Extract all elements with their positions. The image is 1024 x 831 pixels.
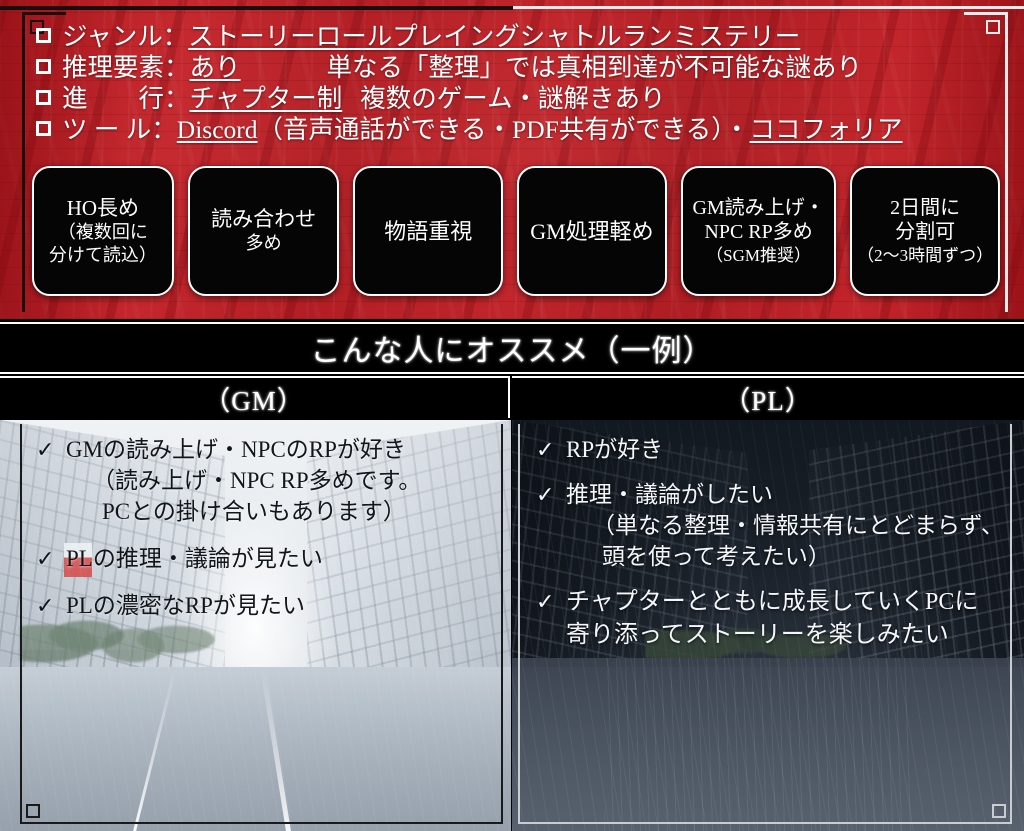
feature-pill-two-days: 2日間に 分割可 （2〜3時間ずつ） xyxy=(850,166,1001,296)
list-item-line: 推理・議論がしたい xyxy=(566,482,773,507)
spec-sep-genre: ： xyxy=(162,22,189,51)
spec-key-genre: ジャンル xyxy=(62,22,163,51)
spec-value-mystery: あり xyxy=(189,53,241,82)
left-vertical-rail xyxy=(22,12,25,312)
list-item-line: 頭を使って考えたい） xyxy=(602,544,831,569)
pill-line-3: （2〜3時間ずつ） xyxy=(857,245,994,265)
list-item-line: RPが好き xyxy=(566,437,664,462)
spec-row-mystery: 推理要素 ： あり 単なる「整理」では真相到達が不可能な謎あり xyxy=(36,53,996,83)
column-header-gm: （GM） xyxy=(0,376,510,418)
check-icon: ✓ xyxy=(536,437,555,462)
check-icon: ✓ xyxy=(36,437,55,462)
spec-row-tools: ツ ー ル ： Discord （音声通話ができる・PDF共有ができる）・ ココ… xyxy=(36,115,996,145)
spec-row-genre: ジャンル ： ストーリーロールプレイングシャトルランミステリー xyxy=(36,22,996,52)
list-item: ✓ GMの読み上げ・NPCのRPが好き （読み上げ・NPC RP多めです。 PC… xyxy=(36,434,502,527)
pill-line-2: 多め xyxy=(245,233,282,253)
spec-value-genre: ストーリーロールプレイングシャトルランミステリー xyxy=(188,22,801,51)
section-title-bar: こんな人にオススメ（一例） xyxy=(0,322,1024,374)
list-item-line: GMの読み上げ・NPCのRPが好き xyxy=(66,437,406,462)
gm-panel: ✓ GMの読み上げ・NPCのRPが好き （読み上げ・NPC RP多めです。 PC… xyxy=(0,420,511,831)
pl-text-scrim xyxy=(512,420,1024,667)
check-icon: ✓ xyxy=(36,546,55,571)
gm-road xyxy=(0,666,511,831)
spec-key-progress: 進 行 xyxy=(62,84,165,113)
feature-pill-story: 物語重視 xyxy=(353,166,504,296)
pill-line-1: 物語重視 xyxy=(384,218,473,244)
spec-value-progress: チャプター制 xyxy=(189,84,343,113)
spec-value-tools-discord: Discord xyxy=(176,115,258,144)
check-icon: ✓ xyxy=(36,593,55,618)
feature-pill-row: HO長め （複数回に 分けて読込） 読み合わせ 多め 物語重視 GM処理軽め G… xyxy=(32,166,1001,296)
feature-pill-gm-load: GM処理軽め xyxy=(517,166,667,296)
feature-pill-readaloud: 読み合わせ 多め xyxy=(187,166,340,296)
column-header-gm-label: （GM） xyxy=(203,385,305,416)
section-title: こんな人にオススメ（一例） xyxy=(310,335,714,368)
spec-sep-tools: ： xyxy=(151,115,177,144)
list-item-line: （読み上げ・NPC RP多めです。 xyxy=(92,468,422,493)
pill-line-2: NPC RP多め xyxy=(704,220,813,243)
gm-street-sign xyxy=(63,543,92,578)
spec-value-tools-ccfolia: ココフォリア xyxy=(749,115,903,144)
list-item: ✓ チャプターとともに成長していくPCに 寄り添ってストーリーを楽しみたい xyxy=(536,586,1014,652)
spec-note-mystery: 単なる「整理」では真相到達が不可能な謎あり xyxy=(326,53,863,82)
pill-line-2: （複数回に xyxy=(57,221,148,242)
list-item-line: PLの濃密なRPが見たい xyxy=(66,593,305,618)
list-item-line: PCとの掛け合いもあります） xyxy=(102,499,406,524)
spec-row-progress: 進 行 ： チャプター制 複数のゲーム・謎解きあり xyxy=(36,84,996,114)
list-item-line: 寄り添ってストーリーを楽しみたい xyxy=(566,622,949,648)
pill-line-1: HO長め xyxy=(66,195,140,220)
checkbox-square-icon xyxy=(36,59,51,74)
spec-list: ジャンル ： ストーリーロールプレイングシャトルランミステリー 推理要素 ： あ… xyxy=(36,22,996,146)
list-item: ✓ PLの濃密なRPが見たい xyxy=(36,590,502,621)
right-vertical-rail xyxy=(1005,12,1008,312)
spec-note-progress: 複数のゲーム・謎解きあり xyxy=(360,84,666,113)
pl-road xyxy=(512,658,1024,831)
check-icon: ✓ xyxy=(536,589,555,614)
gm-text-scrim xyxy=(0,420,511,651)
spec-key-tools: ツ ー ル xyxy=(62,115,152,144)
check-icon: ✓ xyxy=(536,482,555,507)
corner-bracket-top-right-icon xyxy=(964,12,1008,56)
pl-bullet-list: ✓ RPが好き ✓ 推理・議論がしたい （単なる整理・情報共有にとどまらず、 頭… xyxy=(536,434,1014,666)
checkbox-square-icon xyxy=(36,28,51,43)
gm-bullet-list: ✓ GMの読み上げ・NPCのRPが好き （読み上げ・NPC RP多めです。 PC… xyxy=(36,434,502,637)
top-rule-light xyxy=(513,6,1024,9)
checkbox-square-icon xyxy=(36,121,51,136)
list-item-line: チャプターとともに成長していくPCに xyxy=(566,589,979,615)
spec-note-tools: （音声通話ができる・PDF共有ができる）・ xyxy=(257,115,750,144)
feature-pill-npc-rp: GM読み上げ・ NPC RP多め （SGM推奨） xyxy=(680,166,837,296)
list-item-line: （単なる整理・情報共有にとどまらず、 xyxy=(592,513,1004,538)
column-header-pl: （PL） xyxy=(512,376,1024,418)
pill-line-1: GM読み上げ・ xyxy=(692,196,825,219)
spec-red-panel: ジャンル ： ストーリーロールプレイングシャトルランミステリー 推理要素 ： あ… xyxy=(0,0,1024,319)
top-rule-dark xyxy=(0,6,513,10)
pill-line-2: 分割可 xyxy=(895,220,956,243)
spec-sep-mystery: ： xyxy=(164,53,190,82)
pl-panel: ✓ RPが好き ✓ 推理・議論がしたい （単なる整理・情報共有にとどまらず、 頭… xyxy=(512,420,1024,831)
checkbox-square-icon xyxy=(36,90,51,105)
list-item-line: PLの推理・議論が見たい xyxy=(66,546,323,571)
list-item: ✓ 推理・議論がしたい （単なる整理・情報共有にとどまらず、 頭を使って考えたい… xyxy=(536,479,1014,572)
pill-line-3: 分けて読込） xyxy=(48,244,157,265)
pill-line-1: GM処理軽め xyxy=(530,218,654,244)
list-item: ✓ RPが好き xyxy=(536,434,1014,465)
spec-sep-progress: ： xyxy=(164,84,190,113)
pill-line-3: （SGM推奨） xyxy=(706,245,811,265)
feature-pill-ho: HO長め （複数回に 分けて読込） xyxy=(32,166,174,296)
pill-line-1: 読み合わせ xyxy=(211,207,317,231)
spec-key-mystery: 推理要素 xyxy=(62,53,165,82)
column-header-pl-label: （PL） xyxy=(723,385,813,416)
pill-line-1: 2日間に xyxy=(890,196,961,219)
list-item: ✓ PLの推理・議論が見たい xyxy=(36,543,502,574)
